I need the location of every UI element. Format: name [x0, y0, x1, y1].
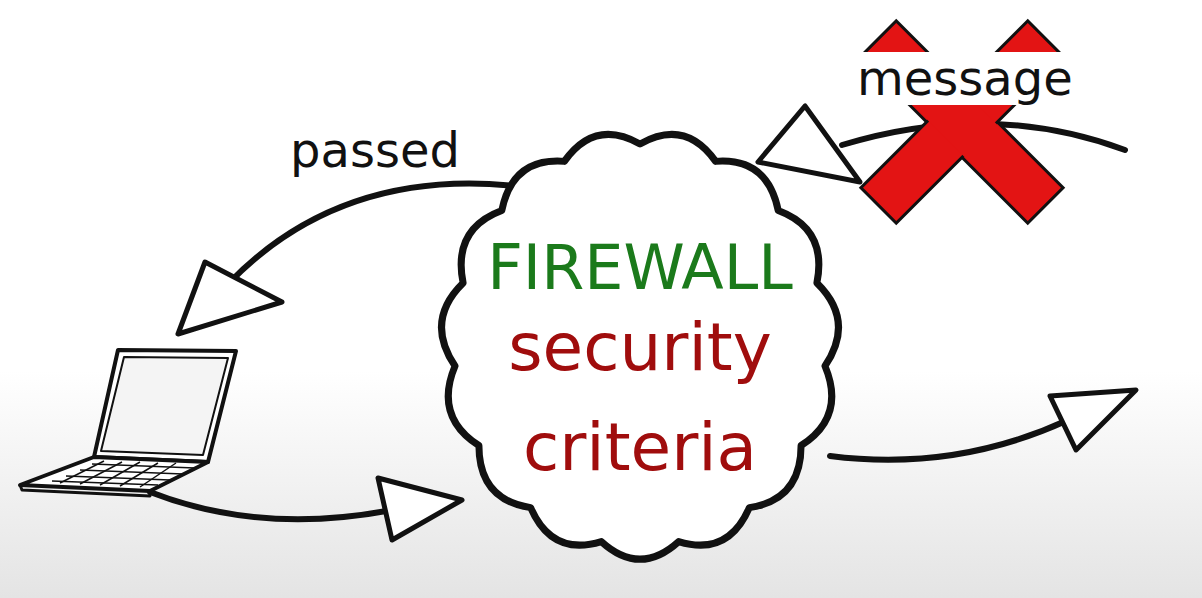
laptop-icon [20, 350, 236, 496]
cloud-heading: FIREWALL [487, 238, 793, 298]
exit-arrow-line [830, 420, 1068, 460]
outgoing-arrow-line [150, 492, 392, 519]
cloud-body: security criteria [480, 298, 800, 498]
arrow-label: passed [290, 124, 460, 177]
firewall-cloud: FIREWALLsecurity criteria [440, 130, 840, 560]
arrow-label: message [853, 52, 1077, 105]
